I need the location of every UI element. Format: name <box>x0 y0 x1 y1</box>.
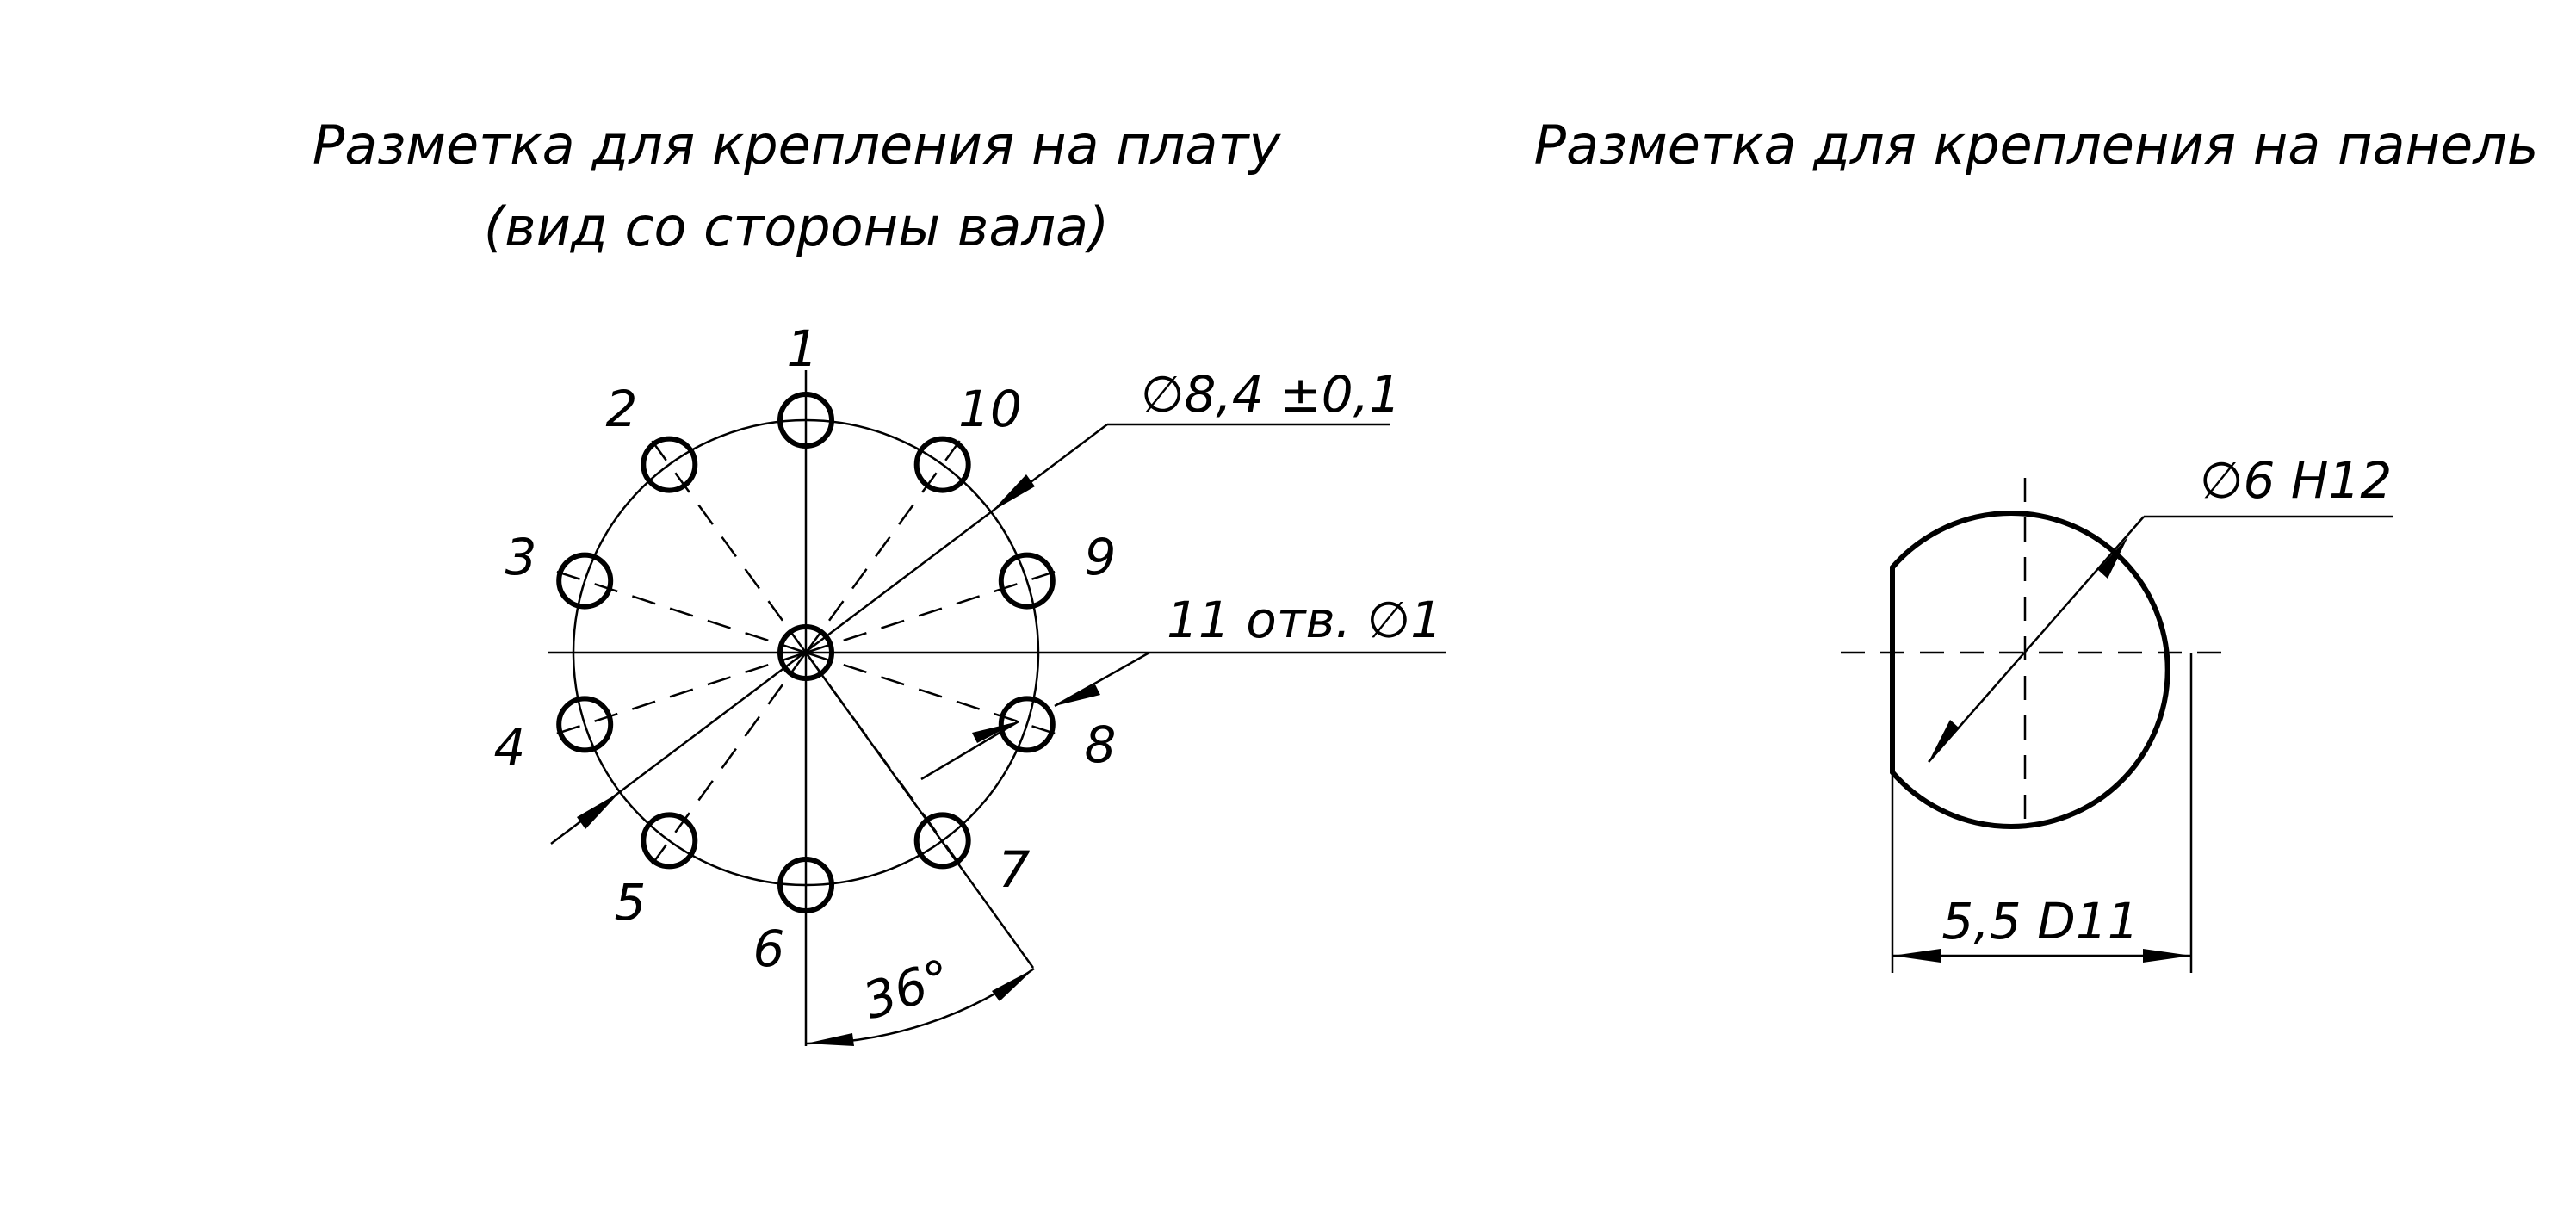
d-shaped-cutout <box>1890 511 2170 829</box>
hole-1 <box>777 392 834 449</box>
panel-mounting-view: Разметка для крепления на панель ∅6 H12 … <box>1534 114 2539 973</box>
hole-8 <box>998 696 1056 753</box>
radial-line-8 <box>805 651 1061 736</box>
width-arrow-left <box>1892 949 1941 963</box>
radial-line-4 <box>551 651 807 736</box>
radial-line-2 <box>647 436 808 653</box>
left-title-line2: (вид со стороны вала) <box>484 195 1109 258</box>
diameter-label: ∅6 H12 <box>2200 451 2392 510</box>
radial-line-3 <box>551 569 807 654</box>
hole-number-5: 5 <box>615 873 647 932</box>
hole-number-2: 2 <box>606 380 638 438</box>
radial-line-9 <box>805 569 1061 654</box>
pitch-diameter-label: ∅8,4 ±0,1 <box>1141 365 1401 424</box>
width-label: 5,5 D11 <box>1941 892 2139 951</box>
angle-extension-line <box>804 652 1035 969</box>
center-hole <box>777 624 834 681</box>
pitch-arrow-top <box>992 474 1035 511</box>
hole-7 <box>913 812 971 870</box>
angle-arrow-left <box>806 1033 854 1046</box>
hole-3 <box>556 552 614 610</box>
diameter-arrow-lower <box>1929 720 1960 762</box>
hole-arrow-lower <box>972 721 1019 743</box>
hole-number-7: 7 <box>999 840 1031 899</box>
hole-number-3: 3 <box>505 528 537 586</box>
hole-number-4: 4 <box>494 718 526 777</box>
holes-label: 11 отв. ∅1 <box>1167 591 1442 649</box>
hole-10 <box>913 436 971 493</box>
hole-leader-upper <box>1054 651 1150 708</box>
hole-number-9: 9 <box>1085 528 1117 586</box>
pitch-arrow-bottom <box>577 792 620 829</box>
width-arrow-right <box>2143 949 2191 963</box>
hole-number-6: 6 <box>753 920 785 978</box>
hole-5 <box>641 812 698 870</box>
hole-number-1: 1 <box>787 319 819 378</box>
radial-line-10 <box>804 436 964 653</box>
diameter-arrow-upper <box>2098 536 2128 579</box>
hole-6 <box>777 857 834 913</box>
angle-arrow-right <box>992 969 1034 1001</box>
hole-2 <box>641 436 698 493</box>
hole-pattern <box>556 392 1056 913</box>
right-title: Разметка для крепления на панель <box>1534 114 2539 176</box>
hole-number-10: 10 <box>958 380 1022 438</box>
hole-arrow-upper <box>1055 684 1100 706</box>
diameter-leader <box>1928 516 2145 763</box>
radial-line-5 <box>647 652 808 870</box>
hole-leader-lower <box>920 720 1019 781</box>
left-title-line1: Разметка для крепления на плату <box>313 114 1282 176</box>
pcb-mounting-view: Разметка для крепления на плату (вид со … <box>313 114 1446 1046</box>
hole-number-8: 8 <box>1085 715 1117 774</box>
hole-4 <box>556 696 614 753</box>
hole-9 <box>998 552 1056 610</box>
